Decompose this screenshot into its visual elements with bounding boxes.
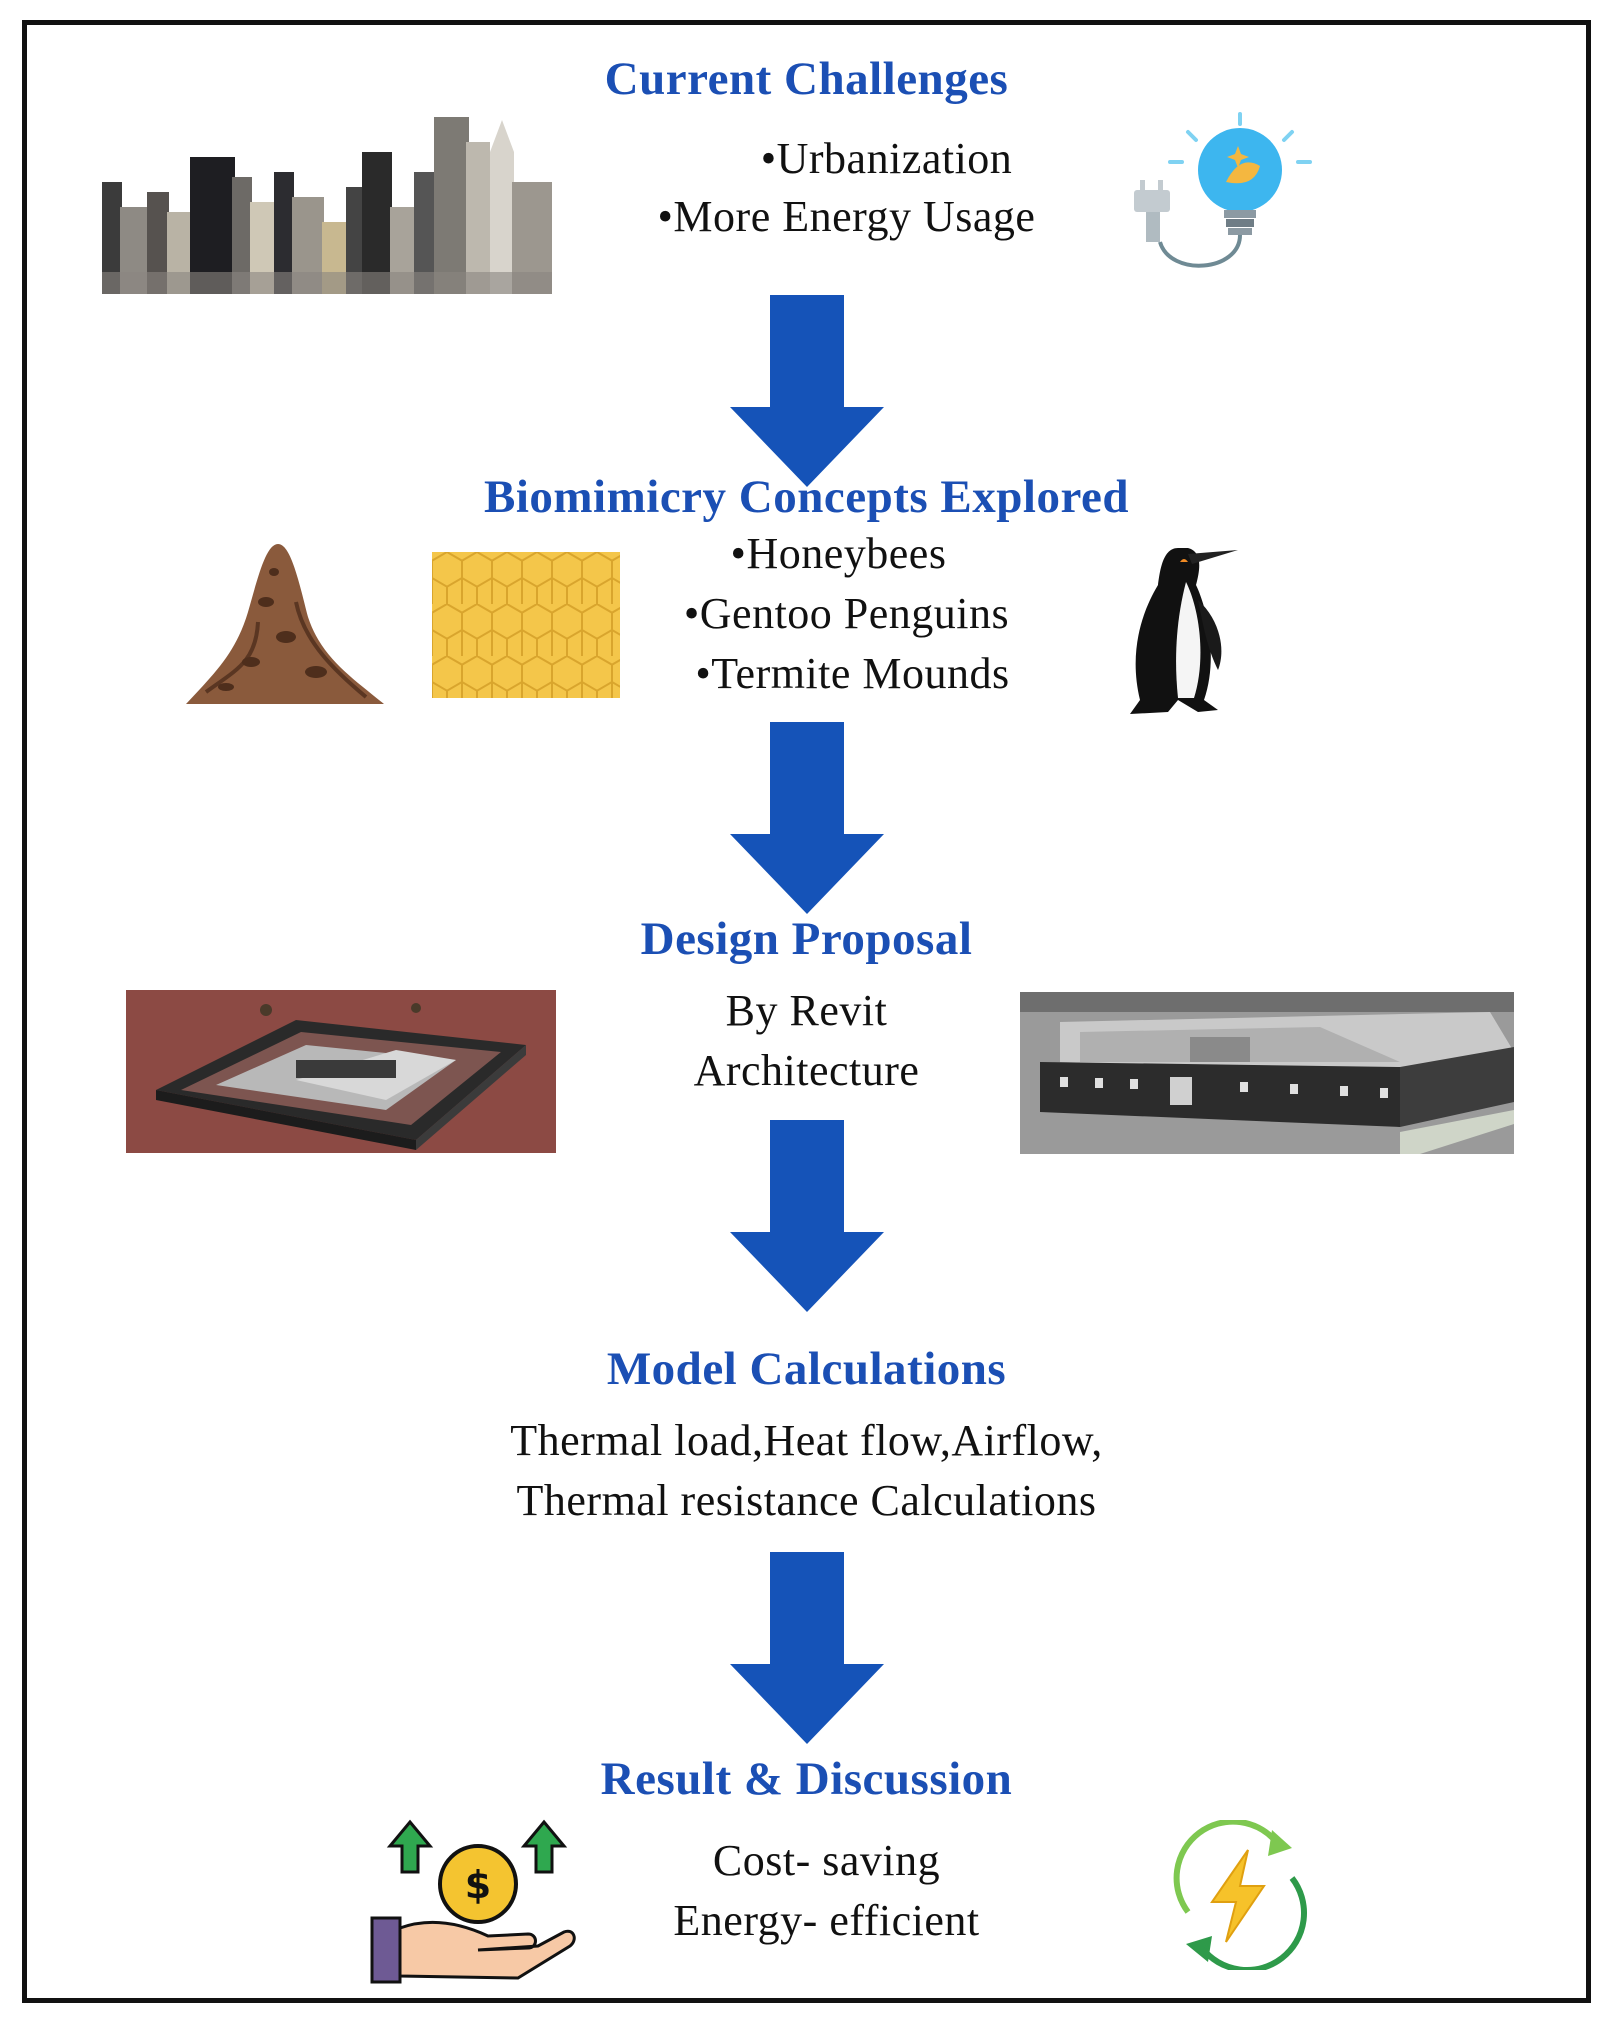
honeycomb-icon bbox=[432, 552, 620, 698]
challenge-item-urbanization: •Urbanization bbox=[760, 134, 1013, 183]
stage-title-biomimicry: Biomimicry Concepts Explored bbox=[484, 471, 1129, 523]
lightbulb-plug-icon bbox=[1134, 112, 1312, 268]
challenge-item-energy-usage: •More Energy Usage bbox=[657, 192, 1036, 241]
svg-text:$: $ bbox=[465, 1863, 491, 1907]
concept-item-termite-mounds: •Termite Mounds bbox=[695, 649, 1010, 698]
result-line-cost-saving: Cost- saving bbox=[712, 1836, 941, 1885]
diagram-frame bbox=[22, 20, 1591, 2003]
result-line-energy-efficient: Energy- efficient bbox=[673, 1896, 980, 1945]
concept-item-gentoo-penguins: •Gentoo Penguins bbox=[683, 589, 1010, 638]
termite-mound-icon bbox=[186, 544, 384, 704]
flow-arrow-2 bbox=[730, 722, 884, 914]
calculation-line-2: Thermal resistance Calculations bbox=[516, 1476, 1097, 1525]
money-growth-hand-icon: $ bbox=[370, 1819, 576, 1984]
renewable-energy-cycle-icon bbox=[1173, 1820, 1308, 1970]
flow-arrow-1 bbox=[730, 295, 884, 487]
revit-model-closeup-image bbox=[1020, 992, 1514, 1154]
flow-arrow-4 bbox=[730, 1552, 884, 1744]
stage-title-model-calculations: Model Calculations bbox=[606, 1343, 1007, 1395]
concept-item-honeybees: •Honeybees bbox=[730, 529, 947, 578]
stage-title-result-discussion: Result & Discussion bbox=[600, 1753, 1013, 1805]
design-line-revit: By Revit bbox=[725, 986, 888, 1035]
stage-title-current-challenges: Current Challenges bbox=[604, 53, 1009, 105]
stage-title-design-proposal: Design Proposal bbox=[640, 913, 973, 965]
city-skyline-icon bbox=[102, 117, 552, 294]
revit-model-overview-image bbox=[126, 990, 556, 1153]
calculation-line-1: Thermal load,Heat flow,Airflow, bbox=[510, 1416, 1103, 1465]
design-line-architecture: Architecture bbox=[693, 1046, 920, 1095]
flow-arrow-3 bbox=[730, 1120, 884, 1312]
penguin-icon bbox=[1130, 548, 1238, 714]
